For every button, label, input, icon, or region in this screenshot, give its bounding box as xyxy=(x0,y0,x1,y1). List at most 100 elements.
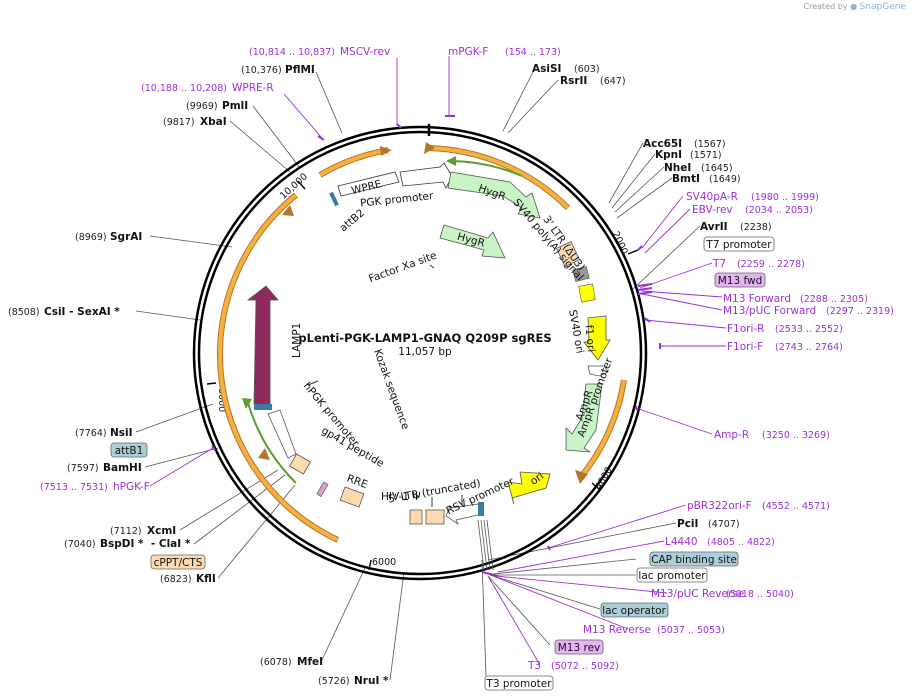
primer-lines xyxy=(149,56,727,666)
lac-operator-text: lac operator xyxy=(602,605,666,617)
gp41-shape[interactable] xyxy=(316,481,329,497)
m13-fwd-box[interactable]: M13 fwd xyxy=(714,272,766,288)
green-arrow-1 xyxy=(446,156,456,166)
primer-t3-range: (5072 .. 5092) xyxy=(551,661,619,672)
sv40-ori-shape[interactable] xyxy=(578,283,596,303)
enzyme-kpni-pos: (1571) xyxy=(690,150,722,161)
enzyme-rsrii[interactable]: RsrII xyxy=(560,75,587,87)
ltr3-shape[interactable] xyxy=(555,241,581,267)
t7-promoter-box[interactable]: T7 promoter xyxy=(703,236,775,252)
factor-xa-label: Factor Xa site xyxy=(367,250,438,286)
enzyme-bamhi-pos: (7597) xyxy=(67,463,99,474)
enzyme-bspdi-clai[interactable]: BspDI * - ClaI * xyxy=(100,538,191,550)
primer-m13-reverse[interactable]: M13 Reverse xyxy=(583,624,651,636)
sv40-polya-label: SV40 poly(A) signal xyxy=(510,197,585,283)
rre-shape[interactable] xyxy=(339,486,365,508)
primer-mscv-rev-range: (10,814 .. 10,837) xyxy=(249,47,335,58)
green-arrow-2 xyxy=(242,398,252,409)
primer-sv40pa-r[interactable]: SV40pA-R xyxy=(686,191,738,203)
enzyme-pcii[interactable]: PciI xyxy=(677,518,698,530)
primer-l4440[interactable]: L4440 xyxy=(665,536,698,548)
enzyme-pmli-pos: (9969) xyxy=(186,101,218,112)
enzyme-xbai-pos: (9817) xyxy=(163,117,195,128)
enzyme-nsii-pos: (7764) xyxy=(75,428,107,439)
enzyme-mfei[interactable]: MfeI xyxy=(297,656,323,668)
arc-arrow-3 xyxy=(282,205,294,216)
enzyme-acc65i[interactable]: Acc65I xyxy=(643,138,682,150)
f1-ori-shape[interactable] xyxy=(583,315,611,361)
snapgene-logo-icon: ● xyxy=(850,2,858,11)
hygr-inner-shape[interactable] xyxy=(439,224,506,259)
primer-mscv-rev[interactable]: MSCV-rev xyxy=(340,46,390,58)
primer-ebv-rev[interactable]: EBV-rev xyxy=(692,204,733,216)
primer-m13puc-forward[interactable]: M13/pUC Forward xyxy=(723,305,816,317)
hiv-psi-shape[interactable] xyxy=(409,509,423,525)
f1-ori-label: f1 ori xyxy=(583,324,597,352)
enzyme-bamhi[interactable]: BamHI xyxy=(103,462,142,474)
enzyme-pflmi-pos: (10,376) xyxy=(241,65,282,76)
enzyme-xcmi[interactable]: XcmI xyxy=(147,525,176,537)
enzyme-sgrai[interactable]: SgrAI xyxy=(110,231,142,243)
lac-promoter-box[interactable]: lac promoter xyxy=(636,567,708,583)
ampr-promoter-shape[interactable] xyxy=(587,365,609,377)
enzyme-kpni[interactable]: KpnI xyxy=(655,149,682,161)
m13-rev-box[interactable]: M13 rev xyxy=(554,639,604,655)
lamp1-shape[interactable] xyxy=(246,285,279,405)
enzyme-nrui[interactable]: NruI * xyxy=(354,675,389,687)
enzyme-bmti[interactable]: BmtI xyxy=(672,173,700,185)
position-ticks xyxy=(206,180,639,571)
enzyme-kfli[interactable]: KflI xyxy=(196,573,216,585)
primer-t7-range: (2259 .. 2278) xyxy=(737,259,805,270)
enzyme-pmli[interactable]: PmlI xyxy=(222,100,248,112)
primer-t3[interactable]: T3 xyxy=(527,660,541,672)
primer-pbr322ori-f-range: (4552 .. 4571) xyxy=(762,501,830,512)
primer-m13-forward-range: (2288 .. 2305) xyxy=(800,294,868,305)
enzyme-avrii[interactable]: AvrII xyxy=(700,221,728,233)
backbone-outer xyxy=(192,125,648,581)
primer-m13-forward[interactable]: M13 Forward xyxy=(723,293,791,305)
primer-f1ori-r[interactable]: F1ori-R xyxy=(727,323,764,335)
cap-site-box[interactable]: CAP binding site xyxy=(649,551,739,567)
primer-t7[interactable]: T7 xyxy=(712,258,726,270)
primer-wpre-r[interactable]: WPRE-R xyxy=(232,82,274,94)
enzyme-nhei[interactable]: NheI xyxy=(664,162,691,174)
ltr5-shape[interactable] xyxy=(425,509,445,525)
primer-sv40pa-r-range: (1980 .. 1999) xyxy=(751,192,819,203)
enzyme-xbai[interactable]: XbaI xyxy=(200,116,227,128)
enzyme-nrui-pos: (5726) xyxy=(318,676,350,687)
primer-amp-r-range: (3250 .. 3269) xyxy=(762,430,830,441)
t3-promoter-box[interactable]: T3 promoter xyxy=(484,675,554,691)
enzyme-xcmi-pos: (7112) xyxy=(110,526,142,537)
tick-6000: 6000 xyxy=(372,557,396,568)
lac-promoter-text: lac promoter xyxy=(638,570,706,582)
plasmid-size: 11,057 bp xyxy=(398,346,452,358)
primer-mpgk-f[interactable]: mPGK-F xyxy=(448,46,488,58)
kozak-label: Kozak sequence xyxy=(371,348,411,432)
pgk-promoter-label: PGK promoter xyxy=(360,190,435,210)
wpre-shape[interactable] xyxy=(337,171,400,197)
lac-operator-box[interactable]: lac operator xyxy=(600,602,669,618)
primer-f1ori-f[interactable]: F1ori-F xyxy=(727,341,763,353)
attb1-box[interactable]: attB1 xyxy=(110,442,148,458)
hpgk-promoter-shape[interactable] xyxy=(267,409,297,459)
primer-m13puc-reverse[interactable]: M13/pUC Reverse xyxy=(651,588,744,600)
pgk-promoter-shape[interactable] xyxy=(399,162,453,189)
primer-amp-r[interactable]: Amp-R xyxy=(714,429,749,441)
enzyme-nsii[interactable]: NsiI xyxy=(110,427,133,439)
lamp1-label: LAMP1 xyxy=(291,323,303,358)
primer-hpgk-f[interactable]: hPGK-F xyxy=(113,481,150,493)
enzyme-pflmi[interactable]: PflMI xyxy=(285,64,315,76)
ampr-shape[interactable] xyxy=(565,383,603,453)
enzyme-kfli-pos: (6823) xyxy=(160,574,192,585)
enzyme-asisi-pos: (603) xyxy=(574,64,600,75)
cppt-box[interactable]: cPPT/CTS xyxy=(150,554,206,570)
hygr-outer-shape[interactable] xyxy=(447,171,541,219)
enzyme-asisi[interactable]: AsiSI xyxy=(532,63,561,75)
cap-site-text: CAP binding site xyxy=(651,554,737,566)
primer-pbr322ori-f[interactable]: pBR322ori-F xyxy=(687,500,752,512)
enzyme-csii-sexai[interactable]: CsiI - SexAI * xyxy=(44,306,120,318)
cppt-shape[interactable] xyxy=(289,453,311,475)
ori-shape[interactable] xyxy=(507,471,551,505)
attb2-shape[interactable] xyxy=(329,191,339,207)
sv40-polya-shape[interactable] xyxy=(572,266,590,282)
